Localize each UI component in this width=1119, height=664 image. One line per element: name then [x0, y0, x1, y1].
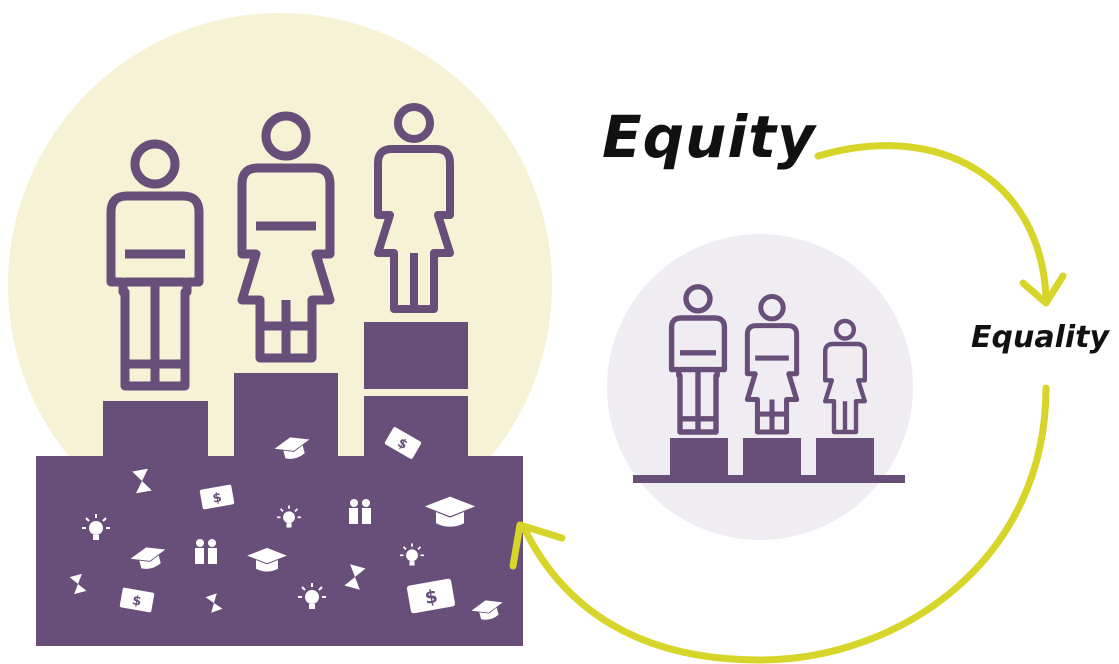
cycle-arrows	[509, 142, 1067, 664]
equality-illustration	[607, 234, 913, 540]
equity-illustration	[8, 13, 552, 646]
equity-title: Equity	[602, 103, 816, 171]
equal-pedestal-3	[816, 438, 874, 478]
arrow-equity-to-equality	[814, 142, 1050, 300]
equity-base-block	[36, 456, 523, 646]
arrow-head-equality	[1019, 272, 1067, 307]
equal-pedestal-1	[670, 438, 728, 478]
equality-background-circle	[607, 234, 913, 540]
equal-pedestal-2	[743, 438, 801, 478]
pedestal-man	[103, 401, 208, 459]
arrow-equality-to-equity	[521, 384, 1050, 664]
pedestal-child-upper	[364, 322, 468, 389]
equality-title: Equality	[971, 320, 1110, 355]
equality-ground-line	[633, 475, 905, 483]
arrow-head-equity	[509, 521, 566, 570]
